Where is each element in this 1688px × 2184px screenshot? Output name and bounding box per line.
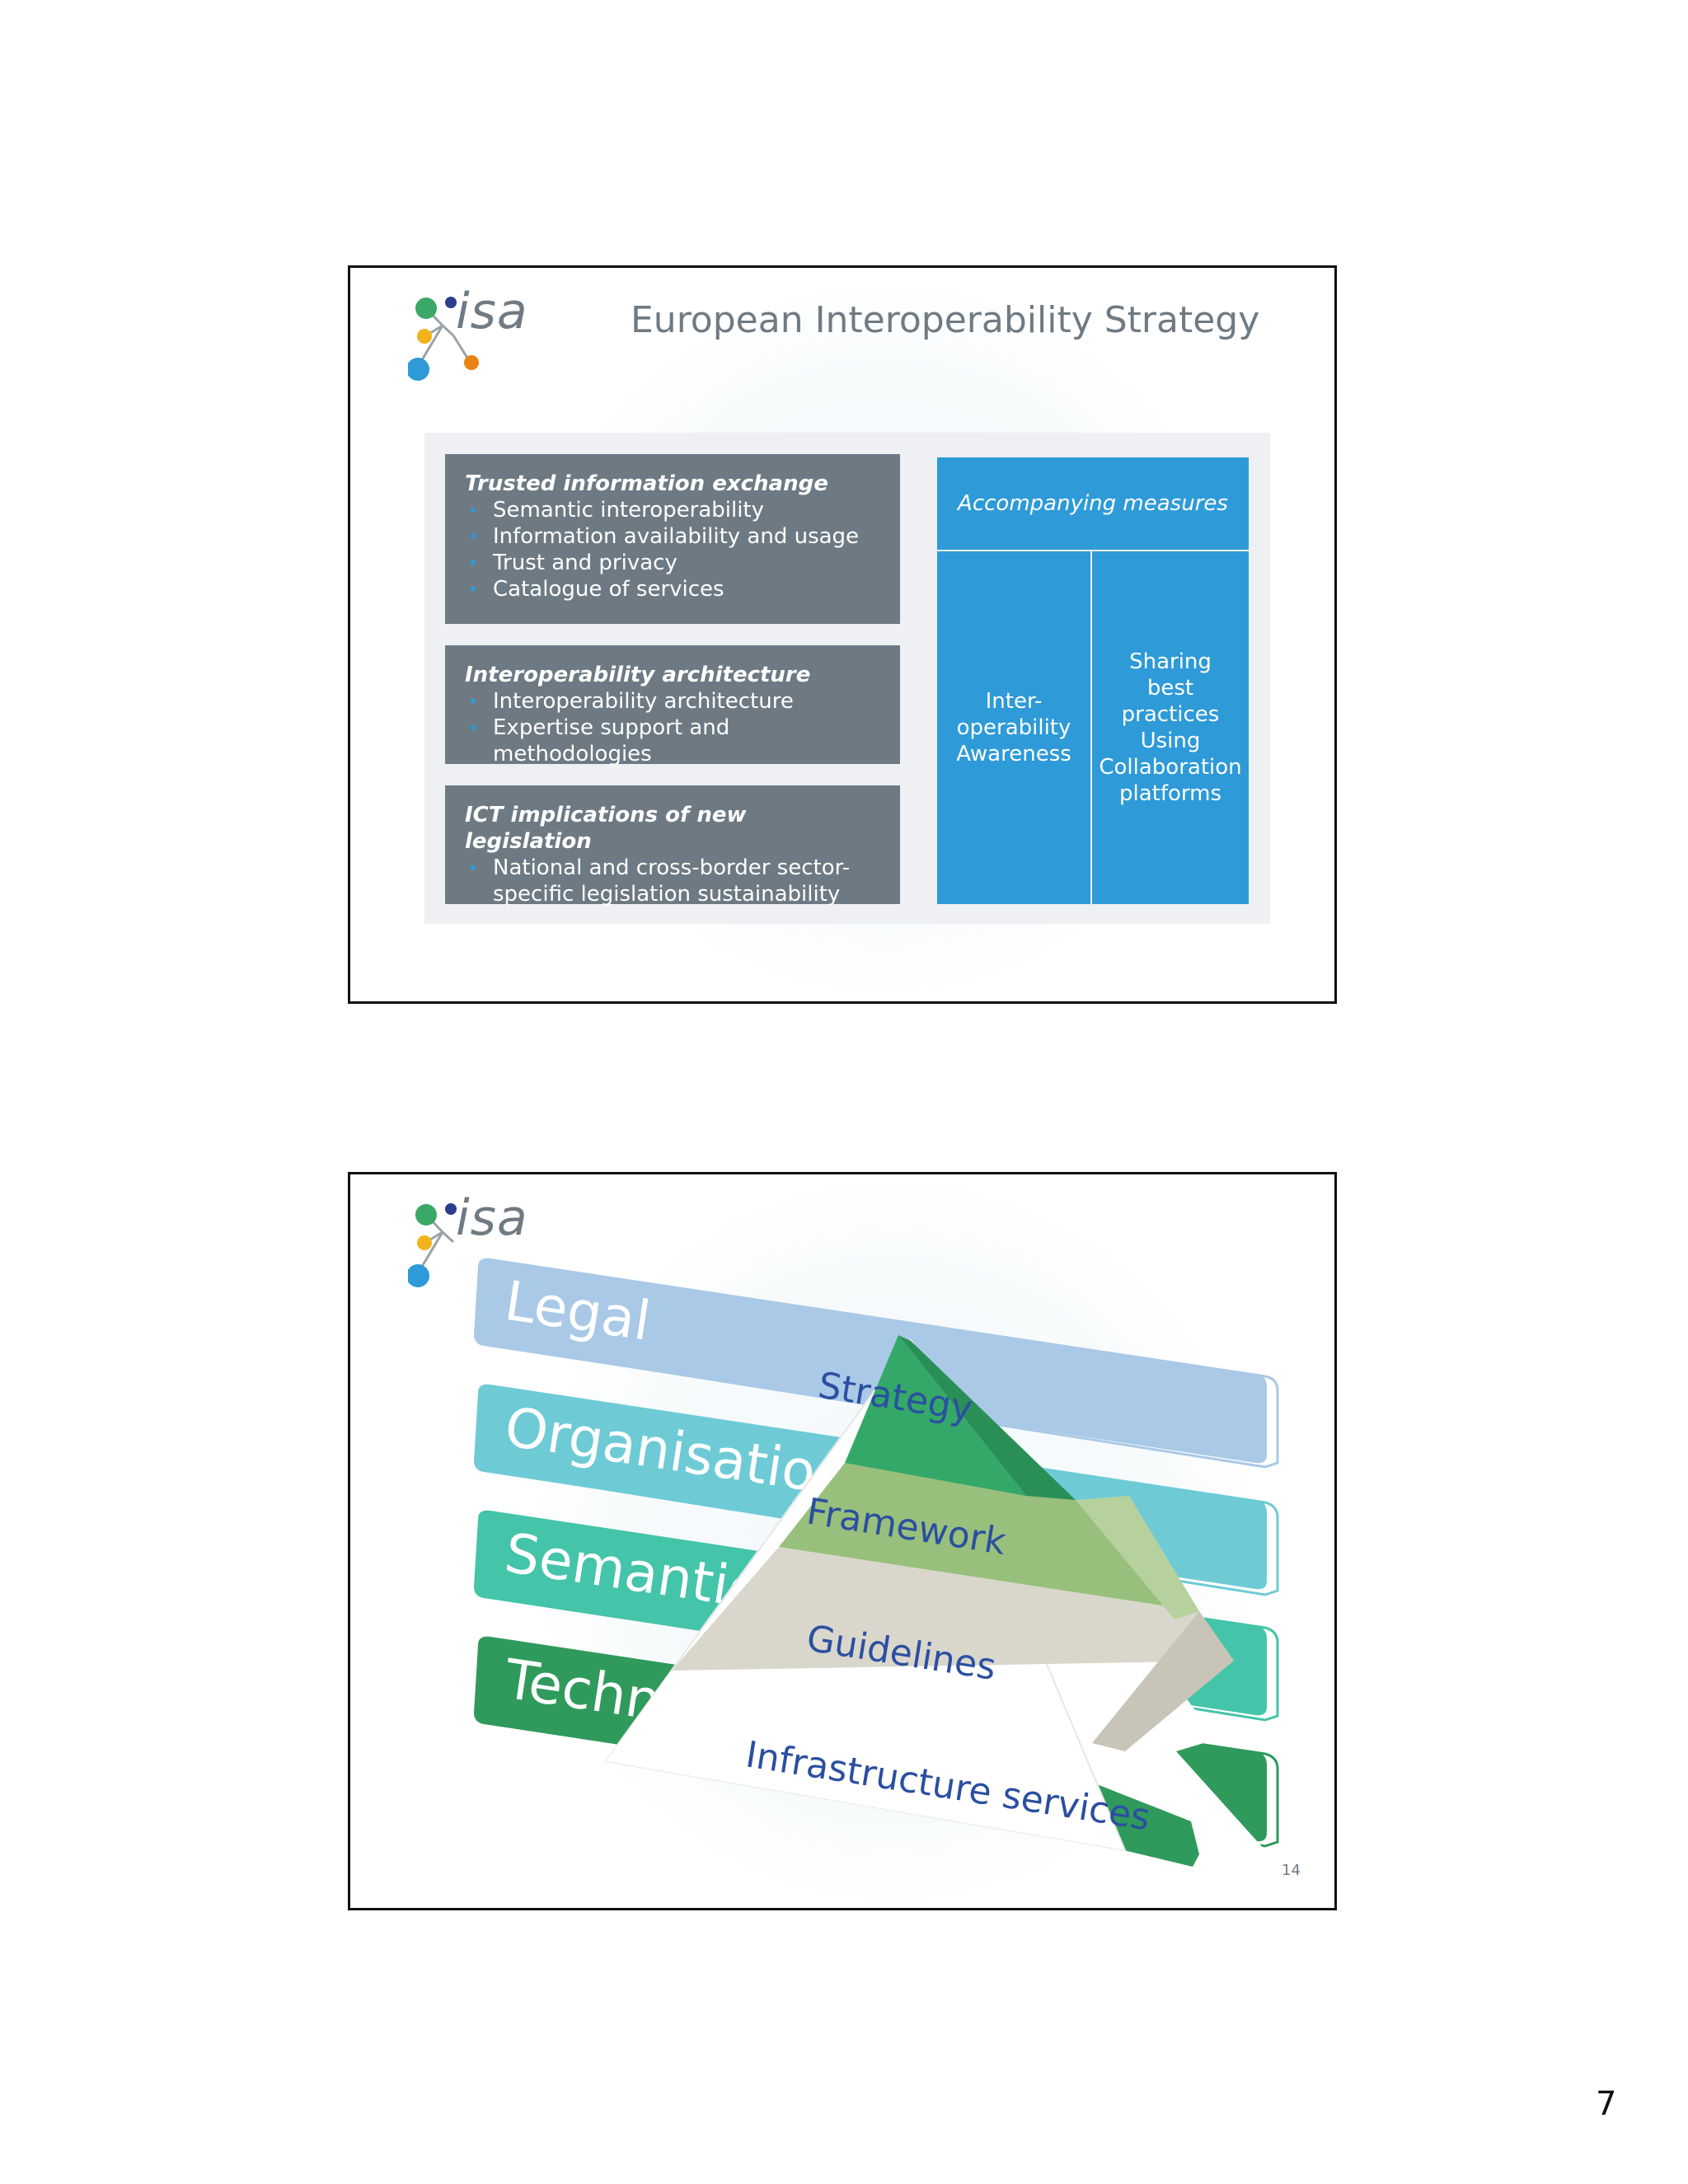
column-line: platforms <box>1118 781 1222 806</box>
legal-layer <box>474 1258 1267 1464</box>
box-heading: Trusted information exchange <box>465 471 828 496</box>
pyramid-guidelines-tier <box>672 1547 1234 1671</box>
pyramid-strategy-tier <box>845 1335 1026 1496</box>
pyramid-guidelines-side <box>1092 1611 1234 1751</box>
sharing-best-practices-column: Sharing best practices Using Collaborati… <box>1092 551 1249 904</box>
trusted-information-exchange-box: Trusted information exchange Semantic in… <box>445 454 900 624</box>
isa-logo-graphic <box>406 297 479 381</box>
page-number: 7 <box>1596 2085 1617 2123</box>
pyramid-framework-side <box>1076 1496 1199 1619</box>
column-line: Awareness <box>956 742 1071 766</box>
slide-title: European Interoperability Strategy <box>631 299 1260 341</box>
ict-implications-box: ICT implications of new legislation Nati… <box>445 785 900 907</box>
box-heading: Interoperability architecture <box>465 663 811 687</box>
list-item: Interoperability architecture <box>465 688 880 715</box>
list-item: Catalogue of services <box>465 576 880 602</box>
pyramid-bottom-face <box>606 1671 1125 1850</box>
isa-logo: isa <box>406 283 573 416</box>
column-line: operability <box>956 715 1071 740</box>
box-heading: ICT implications of new legislation <box>465 803 747 854</box>
column-line: practices <box>1121 702 1220 727</box>
list-item: National and cross-border sector-specifi… <box>465 855 880 907</box>
list-item: Semantic interoperability <box>465 497 880 523</box>
pyramid-framework-tier <box>779 1463 1199 1611</box>
isa-logo: isa <box>406 1189 573 1323</box>
column-line: Inter- <box>985 689 1043 714</box>
column-line: Using <box>1140 729 1201 753</box>
column-line: Sharing <box>1129 649 1212 674</box>
list-item: Trust and privacy <box>465 550 880 576</box>
isa-logo-text: isa <box>456 1189 528 1247</box>
list-item: Information availability and usage <box>465 523 880 550</box>
layers-pyramid-diagram: Legal Organisation Semantic Technical St… <box>474 1258 1279 1867</box>
isa-logo-graphic <box>406 1203 457 1287</box>
isa-logo-text: isa <box>456 283 528 340</box>
slide-interoperability-layers: isa Legal Organisation Semantic Technica… <box>348 1172 1337 1910</box>
interoperability-architecture-box: Interoperability architecture Interopera… <box>445 645 900 767</box>
accompanying-measures-header: Accompanying measures <box>937 457 1249 550</box>
slide-european-interoperability-strategy: isa European Interoperability Strategy T… <box>348 265 1337 1004</box>
interoperability-awareness-column: Inter- operability Awareness <box>937 551 1090 904</box>
column-line: best <box>1146 676 1194 701</box>
slide-number: 14 <box>1282 1862 1301 1879</box>
list-item: Expertise support and methodologies <box>465 715 880 767</box>
pyramid-strategy-side <box>898 1335 1076 1500</box>
column-line: Collaboration <box>1099 755 1242 780</box>
